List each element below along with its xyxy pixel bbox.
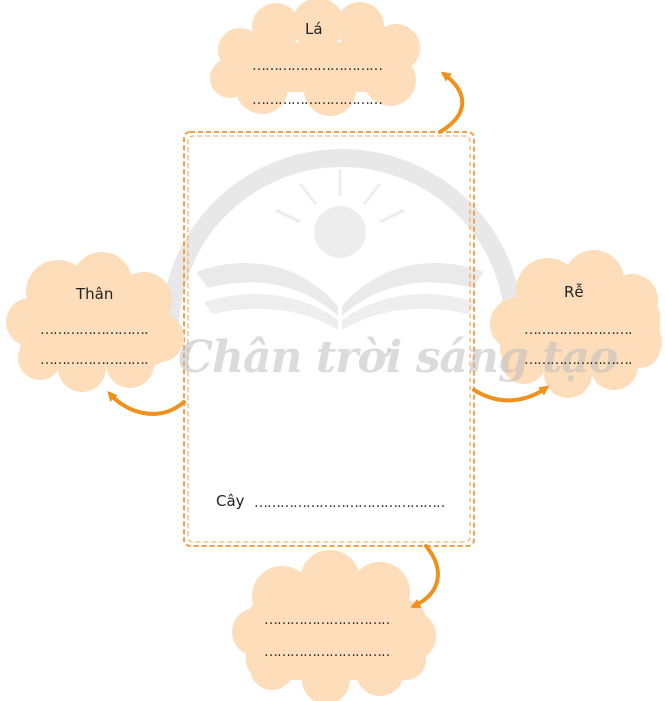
watermark-logo (161, 149, 523, 331)
cloud-top-line-2[interactable]: …………………………… (252, 92, 382, 108)
arrow-to-right (472, 385, 550, 403)
watermark-text: Chân trời sáng tạo (178, 332, 618, 383)
cloud-left-title: Thân (76, 285, 114, 303)
center-answer-line[interactable]: ………………………………………… (254, 495, 446, 511)
arrow-to-bottom (410, 544, 440, 609)
cloud-top-title: Lá (305, 20, 323, 38)
center-label: Cây (216, 492, 245, 510)
cloud-bottom-line-1[interactable]: …………………………… (264, 612, 392, 628)
cloud-right-title: Rễ (564, 283, 584, 301)
cloud-left-line-2[interactable]: …………………………… (40, 352, 150, 368)
cloud-bottom (232, 550, 436, 701)
arrow-to-top (438, 71, 465, 134)
cloud-right (490, 250, 662, 398)
center-frame (183, 131, 475, 547)
cloud-left-line-1[interactable]: …………………………… (40, 322, 150, 338)
cloud-top-line-1[interactable]: …………………………… (252, 58, 382, 74)
cloud-bottom-line-2[interactable]: …………………………… (264, 644, 392, 660)
cloud-right-line-2[interactable]: …………………………… (524, 352, 634, 368)
cloud-right-line-1[interactable]: …………………………… (524, 322, 634, 338)
cloud-top (210, 0, 420, 116)
arrow-to-left (107, 391, 186, 416)
cloud-left (6, 252, 184, 392)
